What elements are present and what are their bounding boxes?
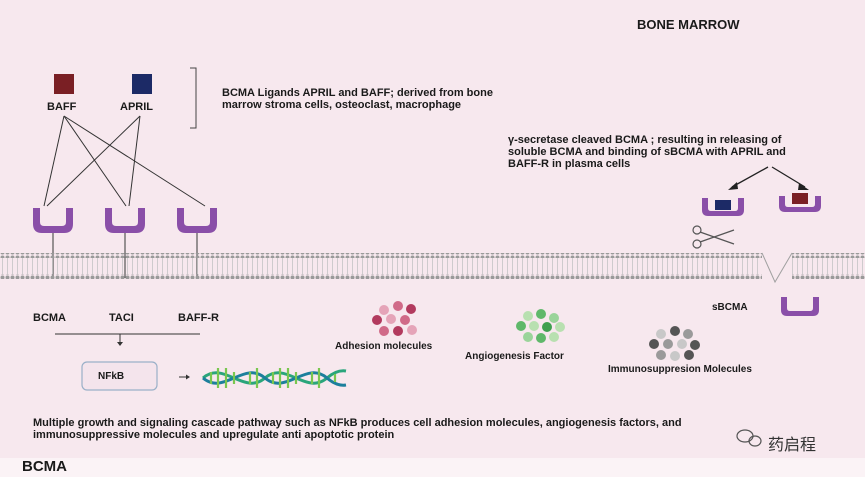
april-label: APRIL [120, 101, 153, 113]
april-ligand-square [132, 74, 152, 94]
baffr-receptor-label: BAFF-R [178, 312, 219, 324]
secretase-arrows [731, 166, 806, 188]
arrow-head-left [728, 182, 738, 190]
sbcma-april-complex [702, 198, 744, 216]
pathway-connector [55, 333, 200, 380]
cell-membrane [0, 252, 865, 284]
adhesion-molecules-label: Adhesion molecules [335, 341, 433, 352]
taci-receptor-label: TACI [109, 312, 134, 324]
bottom-band [0, 458, 865, 477]
sbcma-label: sBCMA [712, 302, 748, 313]
ligand-bracket [190, 67, 197, 129]
sbcma-baff-complex [779, 193, 821, 212]
baff-ligand-square [54, 74, 74, 94]
bcma-receptor-label: BCMA [33, 312, 66, 324]
immunosuppression-molecules-cluster [649, 326, 700, 361]
footer-text-line1: Multiple growth and signaling cascade pa… [33, 417, 682, 429]
baff-label: BAFF [47, 101, 77, 113]
immunosuppression-label: Immunosuppresion Molecules [608, 364, 752, 375]
sbcma-free [781, 297, 819, 316]
adhesion-molecules-cluster [372, 301, 417, 336]
secretase-text-line1: γ-secretase cleaved BCMA ; resulting in … [508, 134, 782, 146]
figure-caption: BCMA [22, 458, 67, 475]
secretase-text-line3: BAFF-R in plasma cells [508, 158, 631, 170]
scissors-icon [692, 225, 735, 249]
footer-text-line2: immunosuppressive molecules and upregula… [33, 429, 395, 441]
angiogenesis-factor-cluster [516, 309, 565, 343]
page-title: BONE MARROW [637, 17, 740, 32]
wechat-icon [736, 429, 762, 447]
watermark-label: 药启程 [768, 437, 817, 454]
ligand-description-line2: marrow stroma cells, osteoclast, macroph… [222, 99, 462, 111]
nfkb-label: NFkB [98, 371, 125, 382]
angiogenesis-factor-label: Angiogenesis Factor [465, 351, 564, 362]
nfkb-box [81, 361, 158, 391]
secretase-text-line2: soluble BCMA and binding of sBCMA with A… [508, 146, 786, 158]
dna-helix-icon [202, 368, 347, 388]
arrow-head-right [798, 183, 809, 190]
ligand-description-line1: BCMA Ligands APRIL and BAFF; derived fro… [222, 87, 493, 99]
binding-lines [43, 115, 206, 207]
